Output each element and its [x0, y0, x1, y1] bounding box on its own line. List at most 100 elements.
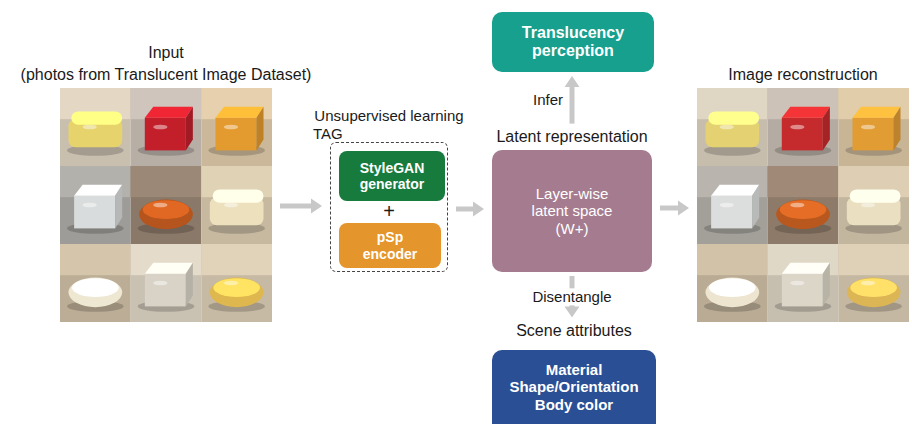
soap-highlight [861, 125, 875, 130]
output-box: Translucency perception [492, 12, 654, 72]
soap-highlight [153, 281, 167, 286]
photo-background [838, 88, 909, 166]
photo-wall [838, 244, 909, 275]
heading-label: Latent representation [496, 128, 647, 146]
soap-highlight [720, 281, 734, 286]
soap-top [708, 111, 759, 124]
arrow-head [473, 202, 484, 217]
node-label: Material Shape/Orientation Body color [498, 361, 650, 413]
arrow-head [565, 76, 580, 87]
soap-highlight [790, 281, 804, 286]
soap-body [847, 278, 901, 308]
photo-grid-frame: Image reconstruction [697, 88, 909, 322]
soap-front [74, 196, 115, 229]
photo-background [201, 88, 272, 166]
photo-background [60, 88, 131, 166]
soap-top [74, 185, 122, 196]
soap-side [256, 107, 263, 151]
process-box: pSp encoder [339, 223, 441, 268]
soap-front [145, 118, 186, 151]
soap-highlight [153, 203, 167, 208]
photo-grid [697, 88, 909, 322]
arrow-shaft [456, 207, 474, 212]
heading-label: TAG [313, 125, 343, 142]
photo-background [697, 244, 768, 322]
soap-top [780, 200, 827, 219]
arrow-head [565, 307, 580, 318]
soap-highlight [224, 281, 238, 286]
heading-label: Unsupervised learning [314, 107, 463, 124]
soap-body [776, 200, 830, 230]
soap-highlight [153, 125, 167, 130]
soap-top [145, 263, 193, 274]
soap-top [143, 200, 190, 219]
photo-grid [60, 88, 272, 322]
soap-highlight [720, 203, 734, 208]
heading-label: (photos from Translucent Image Dataset) [21, 66, 312, 84]
node-label: pSp encoder [350, 229, 430, 261]
photo-background [131, 244, 202, 322]
heading-label: Input [148, 44, 184, 62]
photo-background [838, 244, 909, 322]
photo-background [60, 244, 131, 322]
soap-highlight [790, 203, 804, 208]
photo-wall [60, 244, 131, 275]
soap-highlight [224, 203, 238, 208]
soap-side [115, 185, 122, 229]
heading-label: Scene attributes [516, 322, 632, 340]
soap-highlight [83, 203, 97, 208]
soap-highlight [83, 281, 97, 286]
flow-arrow [660, 201, 689, 216]
soap-top [215, 107, 263, 118]
flow-arrow [280, 199, 322, 214]
photo-background [768, 244, 839, 322]
soap-highlight [790, 125, 804, 130]
soap-body [705, 278, 759, 308]
soap-side [893, 107, 900, 151]
soap-side [823, 107, 830, 151]
arrow-head [311, 199, 322, 214]
soap-side [186, 107, 193, 151]
soap-top [213, 189, 264, 202]
process-box: StyleGAN generator [339, 151, 445, 201]
soap-top [850, 278, 897, 297]
soap-side [752, 185, 759, 229]
arrow-shaft [660, 206, 679, 211]
soap-top [71, 111, 122, 124]
soap-front [782, 118, 823, 151]
soap-highlight [861, 281, 875, 286]
soap-top [709, 278, 756, 297]
edge-label: Infer [530, 91, 566, 108]
photo-wall [201, 244, 272, 275]
attribute-box: Scene attributesMaterial Shape/Orientati… [492, 350, 656, 424]
soap-body [68, 278, 122, 308]
flow-arrow [456, 202, 484, 217]
plus-sign: + [383, 201, 395, 221]
edge-label: Disentangle [529, 288, 614, 305]
soap-front [145, 274, 186, 307]
soap-side [823, 263, 830, 307]
photo-background [838, 166, 909, 244]
node-label: Translucency perception [498, 24, 648, 61]
soap-body [139, 200, 193, 230]
photo-background [768, 166, 839, 244]
arrow-head [678, 201, 689, 216]
soap-highlight [224, 125, 238, 130]
soap-top [213, 278, 260, 297]
arrow-shaft [280, 204, 312, 209]
soap-front [782, 274, 823, 307]
heading-label: Image reconstruction [728, 66, 877, 84]
soap-highlight [720, 125, 734, 130]
photo-background [131, 166, 202, 244]
photo-wall [768, 166, 839, 197]
soap-top [850, 189, 901, 202]
soap-top [145, 107, 193, 118]
soap-front [215, 118, 256, 151]
soap-top [852, 107, 900, 118]
photo-wall [131, 166, 202, 197]
photo-background [201, 244, 272, 322]
